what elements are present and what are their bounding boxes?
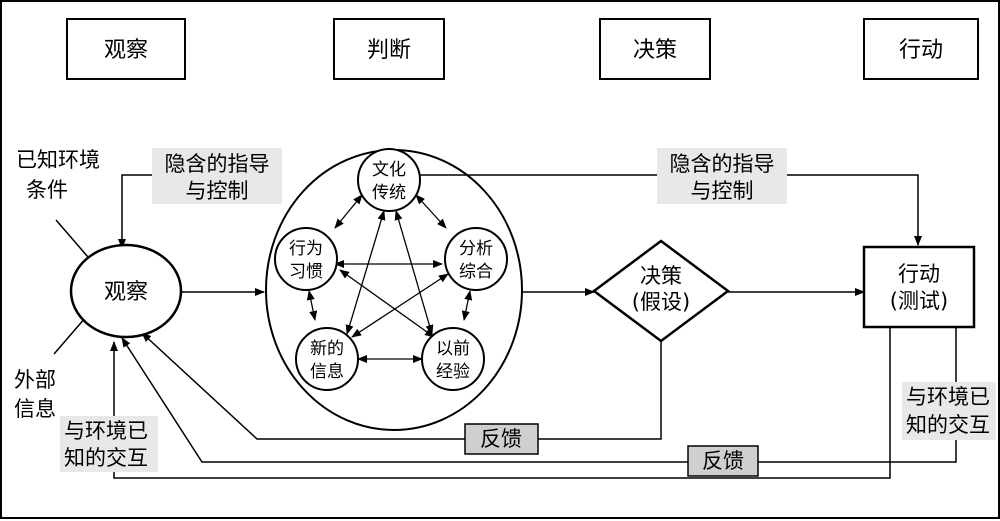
guidance-right-line1: 隐含的指导 xyxy=(670,152,775,176)
guidance-label-left: 隐含的指导 与控制 xyxy=(152,148,282,204)
header-orient-label: 判断 xyxy=(367,38,411,63)
orient-ring-links xyxy=(306,194,473,363)
external-info-line2: 信息 xyxy=(14,397,56,421)
analysis-line1: 分析 xyxy=(459,239,493,259)
orient-circle-culture: 文化 传统 xyxy=(357,148,421,212)
feedback-box-inner: 反馈 xyxy=(464,423,539,455)
orient-circle-experience: 以前 经验 xyxy=(421,327,485,391)
experience-line1: 以前 xyxy=(436,339,470,359)
decide-node: 决策 (假设) xyxy=(591,239,731,343)
bottom-interaction-line xyxy=(110,328,891,479)
inner-feedback-line xyxy=(141,316,662,440)
act-node: 行动 (测试) xyxy=(862,245,976,329)
interaction-right-line1: 与环境已 xyxy=(906,385,990,409)
header-observe: 观察 xyxy=(66,18,186,80)
outer-feedback-line xyxy=(121,328,957,463)
header-act: 行动 xyxy=(863,18,979,80)
habits-line1: 行为 xyxy=(289,239,323,259)
habits-line2: 习惯 xyxy=(289,262,323,282)
interaction-left-line1: 与环境已 xyxy=(64,419,148,443)
observe-node: 观察 xyxy=(69,243,183,339)
orient-star-links xyxy=(334,210,449,338)
experience-line2: 经验 xyxy=(436,362,470,382)
act-node-line1: 行动 xyxy=(898,262,940,286)
feedback-inner-label: 反馈 xyxy=(480,427,522,451)
known-conditions-line1: 已知环境 xyxy=(16,148,100,172)
known-conditions-line2: 条件 xyxy=(26,178,68,202)
orient-circle-new-info: 新的 信息 xyxy=(295,327,359,391)
observe-node-label: 观察 xyxy=(104,280,148,305)
header-orient: 判断 xyxy=(333,18,445,80)
orient-circle-habits: 行为 习惯 xyxy=(274,227,338,291)
culture-line1: 文化 xyxy=(372,160,406,180)
decide-node-line2: (假设) xyxy=(632,290,690,314)
culture-line2: 传统 xyxy=(372,183,406,203)
feedback-outer-label: 反馈 xyxy=(702,449,744,473)
external-info-line1: 外部 xyxy=(14,368,56,392)
interaction-label-left: 与环境已 知的交互 xyxy=(60,416,158,472)
guidance-right-line2: 与控制 xyxy=(691,179,754,203)
guidance-left-line2: 与控制 xyxy=(186,179,249,203)
header-act-label: 行动 xyxy=(899,38,943,63)
header-decide-label: 决策 xyxy=(633,38,677,63)
header-decide: 决策 xyxy=(599,18,711,80)
orient-circle-analysis: 分析 综合 xyxy=(444,227,508,291)
interaction-right-line2: 知的交互 xyxy=(906,413,990,437)
new-info-line1: 新的 xyxy=(310,339,344,359)
interaction-left-line2: 知的交互 xyxy=(64,446,148,470)
guidance-label-right: 隐含的指导 与控制 xyxy=(657,148,787,204)
header-observe-label: 观察 xyxy=(104,38,148,63)
new-info-line2: 信息 xyxy=(310,362,344,382)
act-node-line2: (测试) xyxy=(890,289,948,313)
guidance-left-line1: 隐含的指导 xyxy=(165,152,270,176)
decide-node-line1: 决策 xyxy=(640,264,682,288)
guidance-right-line xyxy=(416,174,922,246)
analysis-line2: 综合 xyxy=(459,262,493,282)
feedback-box-outer: 反馈 xyxy=(687,445,759,477)
interaction-label-right: 与环境已 知的交互 xyxy=(902,382,996,440)
